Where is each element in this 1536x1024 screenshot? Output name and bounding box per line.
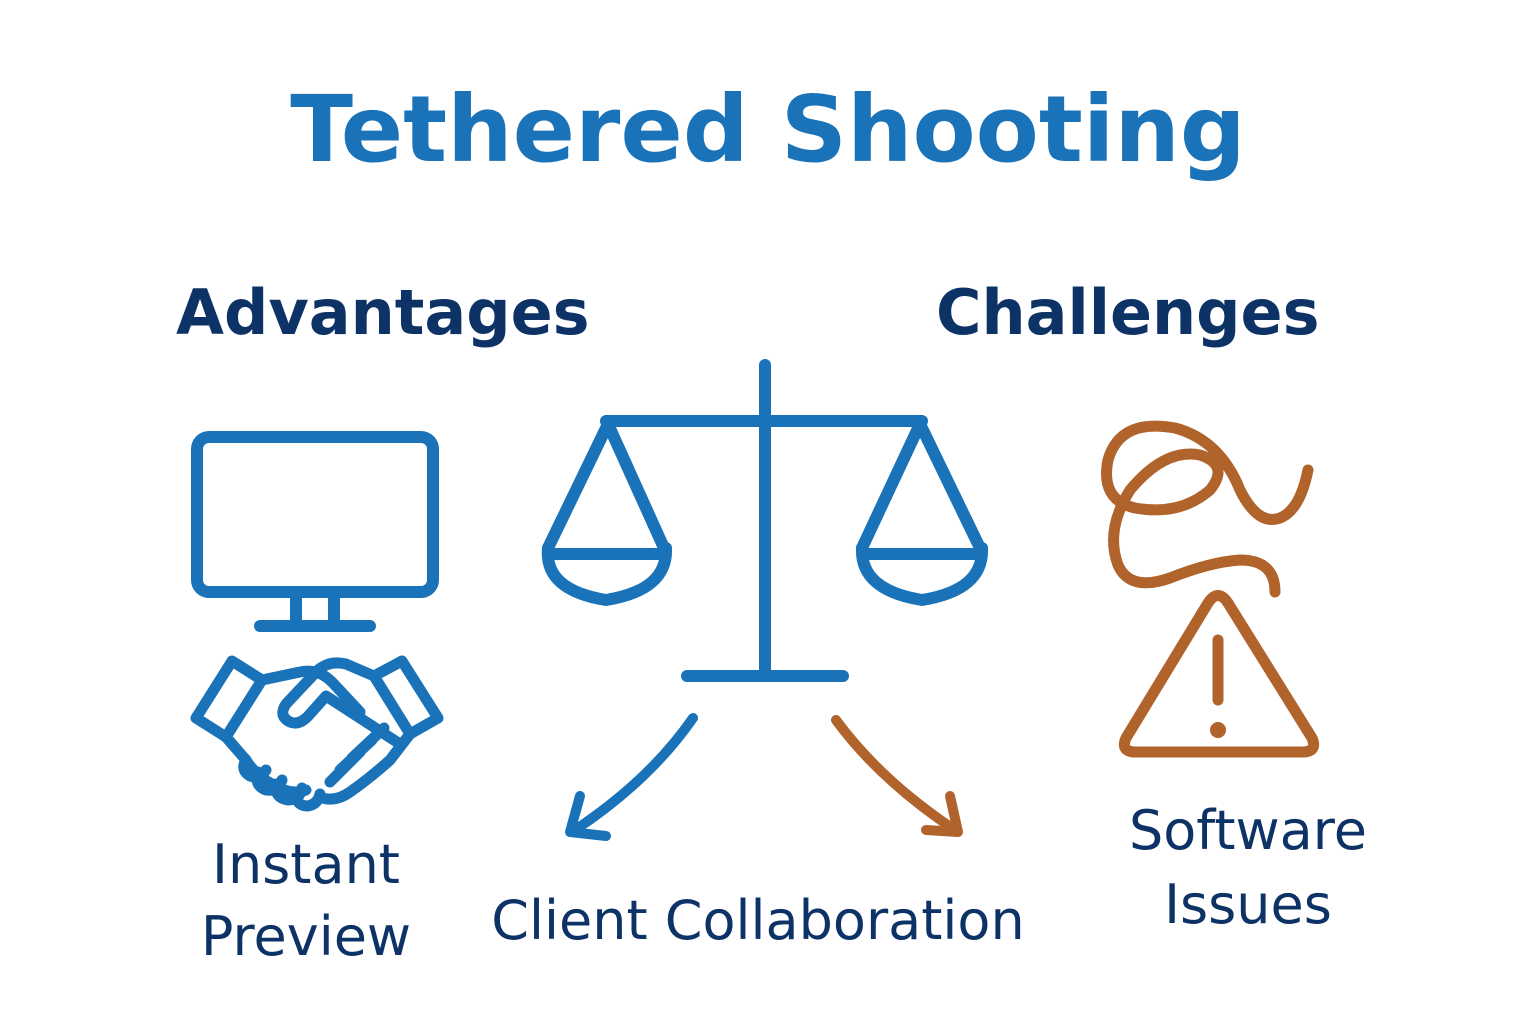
arrow-left-advantages bbox=[565, 713, 698, 841]
advantages-heading: Advantages bbox=[176, 276, 590, 349]
client-collaboration-label: Client Collaboration bbox=[491, 889, 1025, 952]
challenges-heading: Challenges bbox=[936, 276, 1320, 349]
warning-dot bbox=[1210, 722, 1226, 738]
warning-triangle-icon bbox=[1118, 590, 1320, 758]
page-title: Tethered Shooting bbox=[290, 76, 1246, 183]
monitor-icon bbox=[191, 431, 439, 632]
arrow-right-challenges bbox=[831, 715, 963, 837]
balance-scale-icon bbox=[541, 359, 989, 682]
tangled-cable-icon bbox=[1101, 420, 1314, 598]
software-issues-label: Software Issues bbox=[1128, 799, 1368, 936]
handshake-icon bbox=[190, 655, 444, 812]
instant-preview-label: Instant Preview bbox=[200, 833, 412, 968]
